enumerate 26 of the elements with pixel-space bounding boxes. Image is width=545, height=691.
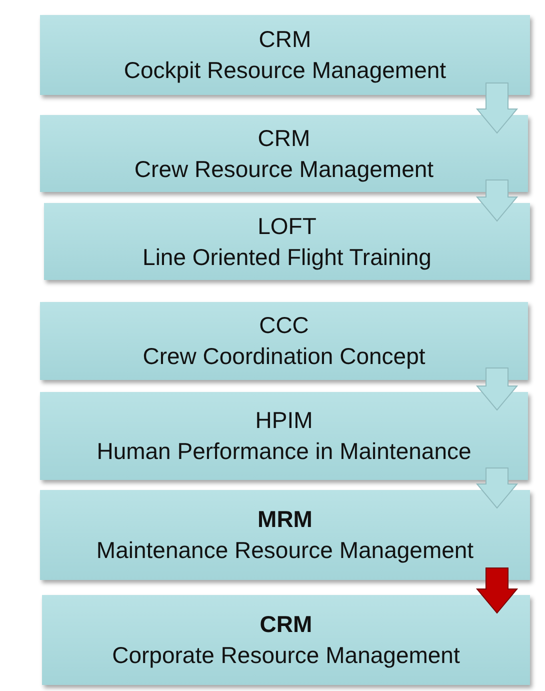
program-name: Corporate Resource Management: [112, 641, 460, 670]
process-box: [44, 203, 530, 280]
acronym-heading: HPIM: [255, 406, 313, 435]
process-box: [40, 392, 528, 480]
acronym-heading: CRM: [258, 124, 310, 152]
program-name: Maintenance Resource Management: [96, 536, 474, 565]
down-arrow: [476, 468, 518, 509]
down-arrow: [476, 180, 518, 222]
acronym-heading: CCC: [259, 311, 309, 340]
process-box: [40, 490, 530, 580]
program-name: Line Oriented Flight Training: [142, 242, 432, 272]
process-box: [40, 115, 528, 192]
program-name: Human Performance in Maintenance: [96, 437, 472, 466]
down-arrow: [476, 568, 518, 614]
acronym-heading: MRM: [258, 505, 312, 534]
program-name: Cockpit Resource Management: [124, 56, 446, 85]
down-arrow: [476, 82, 518, 134]
acronym-heading: LOFT: [258, 212, 316, 240]
process-box: [40, 15, 530, 95]
down-arrow: [476, 368, 518, 411]
program-name: Crew Coordination Concept: [142, 342, 426, 371]
acronym-heading: CRM: [260, 610, 312, 639]
acronym-heading: CRM: [258, 25, 312, 54]
process-box: [40, 302, 528, 380]
process-box: [42, 595, 530, 685]
program-name: Crew Resource Management: [134, 154, 434, 184]
